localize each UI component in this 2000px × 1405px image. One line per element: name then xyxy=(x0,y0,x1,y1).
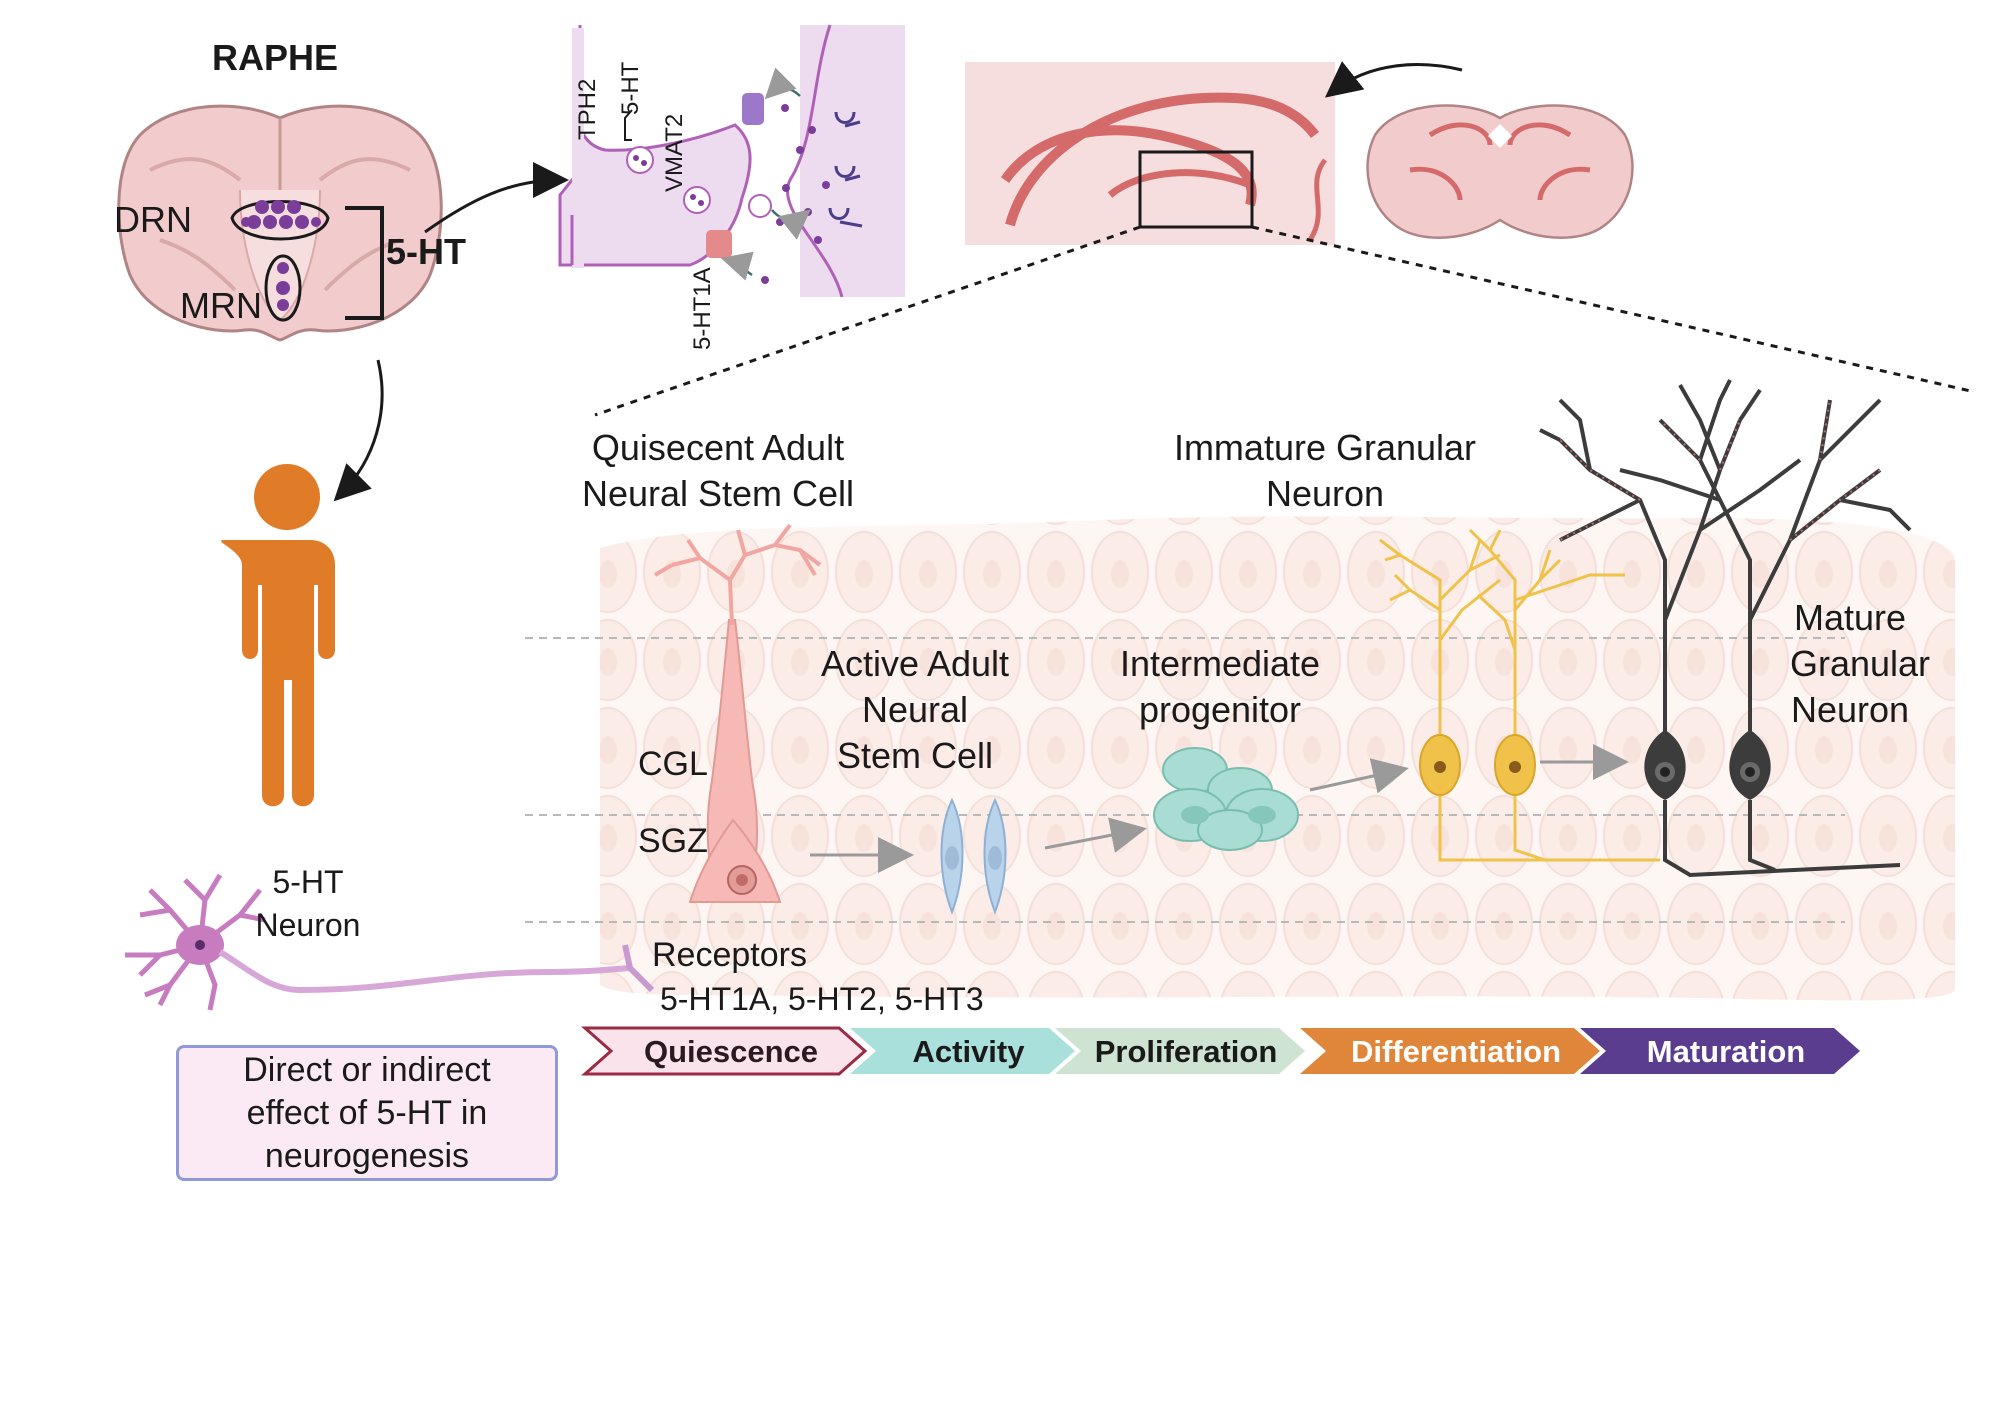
sgz-label: SGZ xyxy=(638,822,708,860)
raphe-5ht-label: 5-HT xyxy=(386,231,466,272)
mature-label-line2: Granular xyxy=(1790,643,1930,684)
effect-note-line1: Direct or indirect xyxy=(243,1050,491,1089)
mature-neuron-spines xyxy=(1559,399,1881,541)
mrn-label: MRN xyxy=(180,285,262,326)
intermediate-progenitor-cells xyxy=(1153,747,1299,851)
5ht-neuron-label-line1: 5-HT xyxy=(272,864,343,900)
stage-chevron-activity xyxy=(850,1028,1075,1074)
5ht1a-receptor-icon xyxy=(706,230,732,258)
raphe-to-synapse-arrow xyxy=(424,162,569,234)
stage-chevron-proliferation xyxy=(1055,1028,1305,1074)
5ht-neuron-icon xyxy=(125,873,655,1011)
coronal-to-hippocampus-arrow xyxy=(1324,61,1463,98)
synapse-section: TPH2 5-HT VMAT2 5-HT1A xyxy=(558,24,905,350)
drn-neuron-dots xyxy=(241,200,321,229)
raphe-title: RAPHE xyxy=(212,37,338,78)
effect-note-line3: neurogenesis xyxy=(264,1136,470,1175)
5ht-neuron-label-line2: Neuron xyxy=(256,907,361,943)
synapse-5ht-label: 5-HT xyxy=(617,61,644,115)
mrn-neuron-dots xyxy=(276,262,290,311)
person-icon xyxy=(220,464,335,807)
raphe-section: RAPHE DRN MRN 5-HT xyxy=(114,37,466,342)
stage-label-activity: Activity xyxy=(913,1034,1026,1069)
coronal-brain-icon xyxy=(1366,104,1634,239)
raphe-to-person-arrow xyxy=(333,359,384,502)
cgl-label: CGL xyxy=(638,745,708,783)
active-label-line1: Active Adult xyxy=(821,643,1009,684)
presynaptic-terminal-icon xyxy=(558,25,752,267)
immature-neuron-somas xyxy=(1419,734,1536,796)
cell-labels: Quisecent Adult Neural Stem Cell Active … xyxy=(582,427,1930,776)
quiescent-label-line1: Quisecent Adult xyxy=(592,427,844,468)
receptors-list: 5-HT1A, 5-HT2, 5-HT3 xyxy=(660,981,984,1017)
stage-label-maturation: Maturation xyxy=(1647,1034,1805,1069)
mature-label-line1: Mature xyxy=(1794,597,1906,638)
immature-label-line2: Neuron xyxy=(1266,473,1384,514)
stage-label-proliferation: Proliferation xyxy=(1095,1034,1278,1069)
active-stem-cells xyxy=(940,797,1007,915)
active-label-line2: Neural xyxy=(862,689,968,730)
zoom-box xyxy=(1138,150,1254,229)
stage-label-quiescence: Quiescence xyxy=(644,1034,818,1069)
immature-granular-neurons xyxy=(1379,528,1660,862)
mature-neuron-somas xyxy=(1644,730,1771,800)
5ht1a-synapse-label: 5-HT1A xyxy=(689,267,716,350)
immature-label-line1: Immature Granular xyxy=(1174,427,1476,468)
drn-label: DRN xyxy=(114,199,192,240)
stage-arrows: Quiescence Activity Proliferation Different… xyxy=(581,1026,1860,1076)
intermediate-label-line1: Intermediate xyxy=(1120,643,1320,684)
quiescent-stem-cell xyxy=(653,523,822,903)
receptors-title: Receptors xyxy=(652,936,807,974)
stage-chevron-quiescence xyxy=(581,1026,868,1076)
active-label-line3: Stem Cell xyxy=(837,735,993,776)
hippocampus-section xyxy=(965,61,1634,245)
zoom-projection-left xyxy=(594,225,1141,417)
stage-chevron-differentiation xyxy=(1300,1028,1600,1074)
zoom-projection-right xyxy=(1251,225,1976,394)
vmat-transporter-icon xyxy=(742,93,764,125)
vmat2-label: VMAT2 xyxy=(661,114,688,192)
stage-label-differentiation: Differentiation xyxy=(1351,1034,1561,1069)
quiescent-label-line2: Neural Stem Cell xyxy=(582,473,854,514)
effect-note-line2: effect of 5-HT in xyxy=(246,1093,488,1132)
progression-arrows xyxy=(810,744,1629,873)
tph2-label: TPH2 xyxy=(574,79,601,140)
mature-label-line3: Neuron xyxy=(1791,689,1909,730)
effect-note-box: Direct or indirect effect of 5-HT in neu… xyxy=(176,1045,558,1181)
stage-chevron-maturation xyxy=(1580,1028,1860,1074)
intermediate-label-line2: progenitor xyxy=(1139,689,1301,730)
